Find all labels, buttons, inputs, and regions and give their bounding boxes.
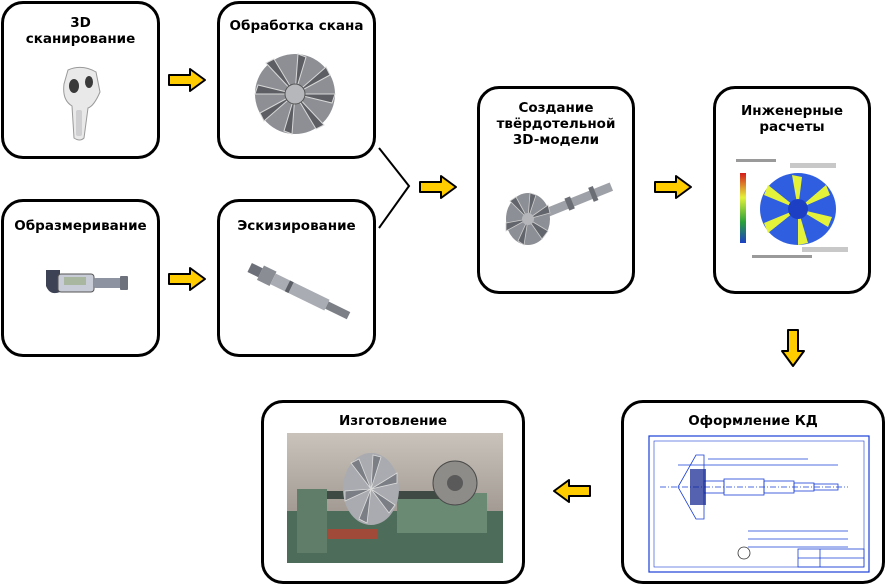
step-documentation-title: Оформление КД <box>688 413 818 429</box>
handheld-3d-scanner-icon <box>63 66 101 141</box>
step-engineering: Инженерные расчеты <box>713 86 871 294</box>
shaft-model-icon <box>247 262 351 320</box>
step-solid-model-title: Создание твёрдотельной 3D-модели <box>496 100 616 148</box>
arrow-to-solid-model-icon <box>419 175 457 199</box>
step-sketching-title: Эскизирование <box>237 218 356 234</box>
arrow-scanning-to-processing-icon <box>168 68 206 92</box>
fea-stress-plot-icon <box>732 155 858 263</box>
step-scan-processing: Обработка скана <box>217 1 376 159</box>
step-engineering-title: Инженерные расчеты <box>740 103 844 135</box>
lathe-photo-icon <box>287 433 503 563</box>
arrow-measuring-to-sketching-icon <box>168 267 206 291</box>
digital-micrometer-icon <box>46 270 128 294</box>
engineering-drawing-icon <box>648 435 870 573</box>
step-measuring-title: Образмеривание <box>14 218 147 234</box>
impeller-shaft-model-icon <box>505 182 614 246</box>
step-scanning: 3D сканирование <box>1 1 160 159</box>
arrow-to-manufacturing-icon <box>553 479 591 503</box>
impeller-scan-icon <box>254 53 336 135</box>
step-sketching: Эскизирование <box>217 199 376 357</box>
step-manufacturing: Изготовление <box>261 400 525 584</box>
step-documentation: Оформление КД <box>621 400 885 584</box>
step-scan-processing-title: Обработка скана <box>229 18 364 34</box>
step-measuring: Образмеривание <box>1 199 160 357</box>
step-manufacturing-title: Изготовление <box>338 413 448 429</box>
arrow-down-to-documentation-icon <box>781 329 805 367</box>
arrow-to-engineering-icon <box>654 175 692 199</box>
step-solid-model: Создание твёрдотельной 3D-модели <box>477 86 635 294</box>
step-scanning-title: 3D сканирование <box>25 15 136 47</box>
